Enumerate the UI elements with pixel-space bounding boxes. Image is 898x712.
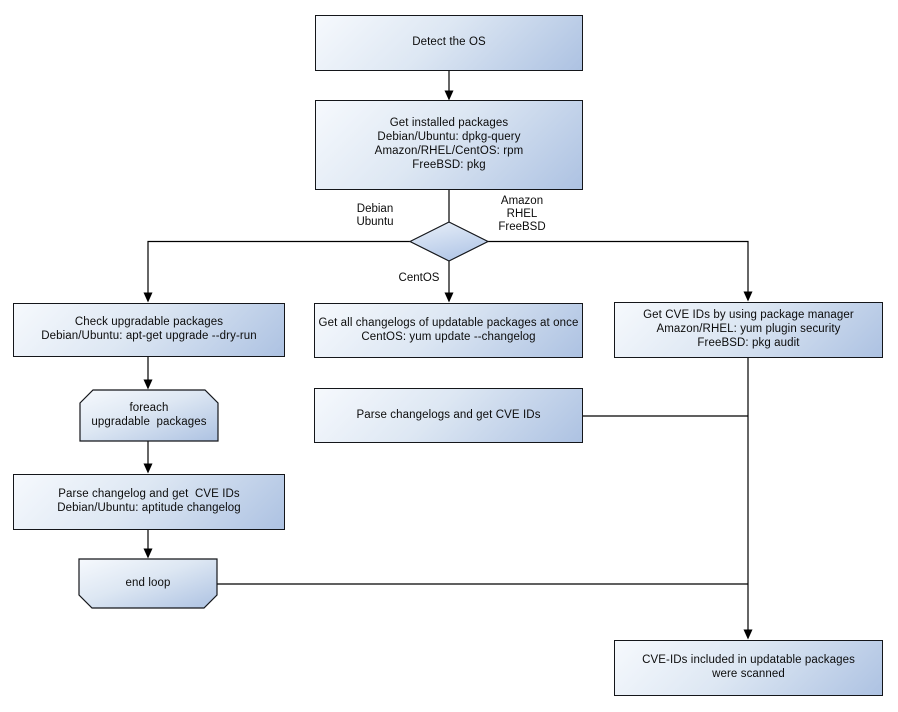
arrowhead-into-check-upgradable bbox=[143, 292, 153, 303]
node-get-cve-ids-package-manager-label: Get CVE IDs by using package manager Ama… bbox=[643, 309, 854, 349]
node-check-upgradable-packages-label: Check upgradable packages Debian/Ubuntu:… bbox=[41, 316, 257, 342]
node-get-all-changelogs-centos-label: Get all changelogs of updatable packages… bbox=[318, 316, 579, 343]
node-parse-changelogs-centos-label: Parse changelogs and get CVE IDs bbox=[356, 408, 541, 421]
node-detect-os: Detect the OS bbox=[315, 15, 583, 71]
node-get-installed-packages-label: Get installed packages Debian/Ubuntu: dp… bbox=[374, 117, 524, 171]
node-parse-changelog-debian-label: Parse changelog and get CVE IDs Debian/U… bbox=[57, 488, 241, 514]
node-get-cve-ids-package-manager: Get CVE IDs by using package manager Ama… bbox=[614, 302, 883, 358]
decision-os-diamond bbox=[408, 221, 490, 262]
node-parse-changelogs-centos: Parse changelogs and get CVE IDs bbox=[314, 388, 583, 443]
edge-label-centos: CentOS bbox=[398, 272, 440, 284]
arrowhead-into-get-installed bbox=[444, 90, 454, 101]
arrowhead-into-cve-scanned bbox=[743, 629, 753, 640]
connector-decision-to-right-branch bbox=[488, 240, 749, 293]
arrowhead-into-end-loop bbox=[143, 548, 153, 559]
arrowhead-into-get-changelogs bbox=[444, 292, 454, 303]
node-check-upgradable-packages: Check upgradable packages Debian/Ubuntu:… bbox=[13, 303, 285, 357]
node-foreach-loop-shape bbox=[79, 389, 219, 442]
edge-label-debian-ubuntu: Debian Ubuntu bbox=[356, 203, 394, 229]
node-parse-changelog-debian: Parse changelog and get CVE IDs Debian/U… bbox=[13, 474, 285, 530]
node-detect-os-label: Detect the OS bbox=[412, 36, 486, 49]
node-cve-ids-scanned-label: CVE-IDs included in updatable packages w… bbox=[642, 654, 855, 680]
connector-decision-to-left-branch bbox=[147, 240, 410, 294]
node-get-all-changelogs-centos: Get all changelogs of updatable packages… bbox=[314, 303, 583, 358]
edge-label-amazon-rhel-freebsd: Amazon RHEL FreeBSD bbox=[498, 195, 546, 234]
arrowhead-into-foreach bbox=[143, 379, 153, 390]
arrowhead-into-parse-changelog bbox=[143, 463, 153, 474]
node-get-installed-packages: Get installed packages Debian/Ubuntu: dp… bbox=[315, 100, 583, 190]
node-end-loop-shape bbox=[78, 558, 218, 609]
arrowhead-into-get-cve bbox=[743, 291, 753, 302]
node-cve-ids-scanned: CVE-IDs included in updatable packages w… bbox=[614, 640, 883, 696]
